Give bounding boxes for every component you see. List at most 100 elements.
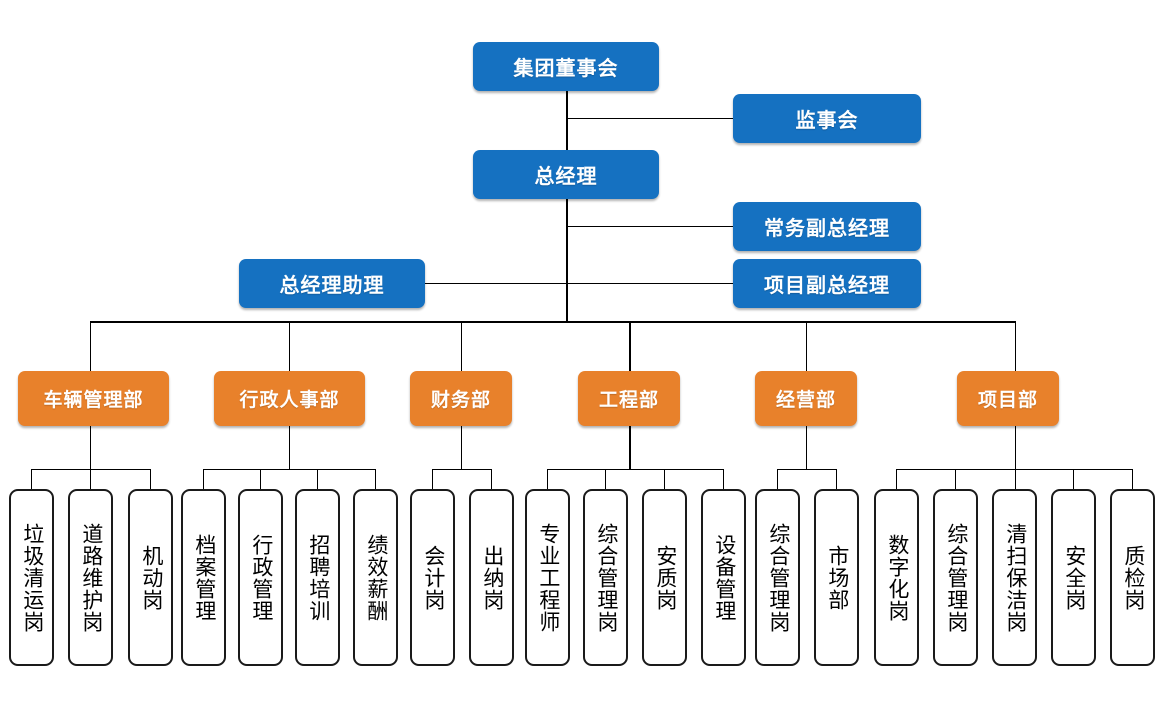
node-department-label: 行政人事部 xyxy=(239,390,340,411)
leaf-position[interactable]: 机动岗 xyxy=(128,489,173,666)
dept4-leaf-drop-1 xyxy=(547,469,548,490)
dept3-bus xyxy=(432,469,491,470)
dept2-stem xyxy=(289,426,290,469)
dept6-bus xyxy=(896,469,1132,470)
leaf-position-label: 出纳岗 xyxy=(480,544,504,611)
leaf-position[interactable]: 道路维护岗 xyxy=(68,489,113,666)
leaf-position[interactable]: 综合管理岗 xyxy=(933,489,978,666)
dept6-leaf-drop-5 xyxy=(1132,469,1133,490)
leaf-position[interactable]: 专业工程师 xyxy=(525,489,570,666)
dept2-leaf-drop-2 xyxy=(260,469,261,490)
node-executive-deputy-gm[interactable]: 常务副总经理 xyxy=(733,202,921,251)
dept3-leaf-drop-1 xyxy=(432,469,433,490)
dept-drop-1 xyxy=(90,321,91,371)
dept5-bus xyxy=(777,469,836,470)
node-project-deputy-gm-label: 项目副总经理 xyxy=(764,275,890,297)
leaf-position-label: 绩效薪酬 xyxy=(364,533,388,622)
leaf-position-label: 档案管理 xyxy=(192,533,216,622)
leaf-position-label: 综合管理岗 xyxy=(944,522,968,633)
dept1-stem xyxy=(90,426,91,469)
dept5-leaf-drop-2 xyxy=(836,469,837,490)
dept3-leaf-drop-2 xyxy=(491,469,492,490)
node-board[interactable]: 集团董事会 xyxy=(473,42,659,91)
node-department-project[interactable]: 项目部 xyxy=(957,371,1059,426)
node-supervisory-board-label: 监事会 xyxy=(795,110,859,132)
leaf-position-label: 招聘培训 xyxy=(306,533,330,622)
node-project-deputy-gm[interactable]: 项目副总经理 xyxy=(733,259,921,308)
dept6-leaf-drop-4 xyxy=(1073,469,1074,490)
dept6-leaf-drop-1 xyxy=(896,469,897,490)
leaf-position[interactable]: 设备管理 xyxy=(701,489,746,666)
node-department-engineering[interactable]: 工程部 xyxy=(578,371,680,426)
dept6-stem xyxy=(1015,426,1016,469)
leaf-position-label: 市场部 xyxy=(825,544,849,611)
leaf-position[interactable]: 垃圾清运岗 xyxy=(9,489,54,666)
node-general-manager-label: 总经理 xyxy=(534,166,598,188)
dept4-leaf-drop-2 xyxy=(605,469,606,490)
leaf-position[interactable]: 数字化岗 xyxy=(874,489,919,666)
leaf-position-label: 垃圾清运岗 xyxy=(20,522,44,633)
department-bus xyxy=(90,321,1016,323)
node-department-label: 项目部 xyxy=(977,390,1038,411)
dept5-stem xyxy=(806,426,807,469)
dept3-stem xyxy=(461,426,462,469)
dept6-leaf-drop-2 xyxy=(955,469,956,490)
leaf-position[interactable]: 档案管理 xyxy=(181,489,226,666)
dept1-leaf-drop-2 xyxy=(90,469,91,490)
dept-drop-5 xyxy=(806,321,807,371)
dept4-bus xyxy=(547,469,723,470)
dept1-leaf-drop-1 xyxy=(31,469,32,490)
leaf-position[interactable]: 行政管理 xyxy=(238,489,283,666)
dept-drop-6 xyxy=(1015,321,1016,371)
leaf-position-label: 综合管理岗 xyxy=(594,522,618,633)
connector-spine-to-gm-assistant xyxy=(425,283,566,284)
node-department-label: 财务部 xyxy=(430,390,491,411)
node-general-manager[interactable]: 总经理 xyxy=(473,150,659,199)
node-department-admin-hr[interactable]: 行政人事部 xyxy=(214,371,365,426)
leaf-position[interactable]: 招聘培训 xyxy=(295,489,340,666)
connector-spine-to-project-deputy xyxy=(566,283,733,284)
leaf-position[interactable]: 绩效薪酬 xyxy=(353,489,398,666)
connector-board-to-gm xyxy=(566,91,568,151)
dept2-leaf-drop-1 xyxy=(203,469,204,490)
leaf-position-label: 清扫保洁岗 xyxy=(1003,522,1027,633)
dept1-leaf-drop-3 xyxy=(150,469,151,490)
dept4-stem xyxy=(629,426,631,469)
dept2-leaf-drop-3 xyxy=(317,469,318,490)
dept4-leaf-drop-3 xyxy=(664,469,665,490)
dept2-leaf-drop-4 xyxy=(375,469,376,490)
node-department-label: 经营部 xyxy=(775,390,836,411)
leaf-position-label: 机动岗 xyxy=(139,544,163,611)
node-department-operations[interactable]: 经营部 xyxy=(755,371,857,426)
dept2-bus xyxy=(203,469,375,470)
node-gm-assistant[interactable]: 总经理助理 xyxy=(239,259,425,308)
dept4-leaf-drop-4 xyxy=(723,469,724,490)
node-board-label: 集团董事会 xyxy=(513,58,619,80)
node-department-finance[interactable]: 财务部 xyxy=(410,371,512,426)
dept-drop-3 xyxy=(461,321,462,371)
node-department-vehicle-management[interactable]: 车辆管理部 xyxy=(18,371,169,426)
leaf-position-label: 道路维护岗 xyxy=(79,522,103,633)
dept-drop-4 xyxy=(629,321,631,371)
leaf-position[interactable]: 质检岗 xyxy=(1110,489,1155,666)
node-department-label: 工程部 xyxy=(598,390,659,411)
leaf-position[interactable]: 综合管理岗 xyxy=(583,489,628,666)
leaf-position[interactable]: 安质岗 xyxy=(642,489,687,666)
dept6-leaf-drop-3 xyxy=(1015,469,1016,490)
leaf-position[interactable]: 会计岗 xyxy=(410,489,455,666)
leaf-position[interactable]: 出纳岗 xyxy=(469,489,514,666)
leaf-position-label: 安质岗 xyxy=(653,544,677,611)
node-gm-assistant-label: 总经理助理 xyxy=(279,275,385,297)
leaf-position[interactable]: 安全岗 xyxy=(1051,489,1096,666)
leaf-position-label: 会计岗 xyxy=(421,544,445,611)
leaf-position[interactable]: 市场部 xyxy=(814,489,859,666)
leaf-position[interactable]: 综合管理岗 xyxy=(755,489,800,666)
leaf-position-label: 专业工程师 xyxy=(536,522,560,633)
node-supervisory-board[interactable]: 监事会 xyxy=(733,94,921,143)
leaf-position[interactable]: 清扫保洁岗 xyxy=(992,489,1037,666)
leaf-position-label: 行政管理 xyxy=(249,533,273,622)
leaf-position-label: 设备管理 xyxy=(712,533,736,622)
leaf-position-label: 安全岗 xyxy=(1062,544,1086,611)
dept5-leaf-drop-1 xyxy=(777,469,778,490)
